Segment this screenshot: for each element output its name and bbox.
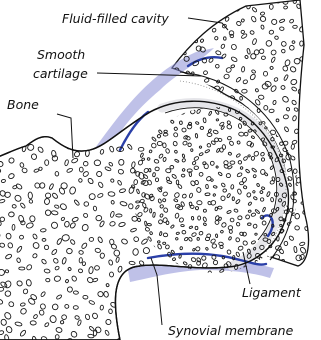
label-smooth-cartilage-line2: cartilage: [33, 66, 88, 81]
label-bone: Bone: [7, 97, 39, 112]
label-ligament: Ligament: [242, 285, 302, 300]
label-synovial-membrane: Synovial membrane: [168, 323, 294, 338]
label-smooth-cartilage-line1: Smooth: [37, 47, 85, 62]
label-fluid-filled-cavity: Fluid-filled cavity: [62, 11, 169, 26]
